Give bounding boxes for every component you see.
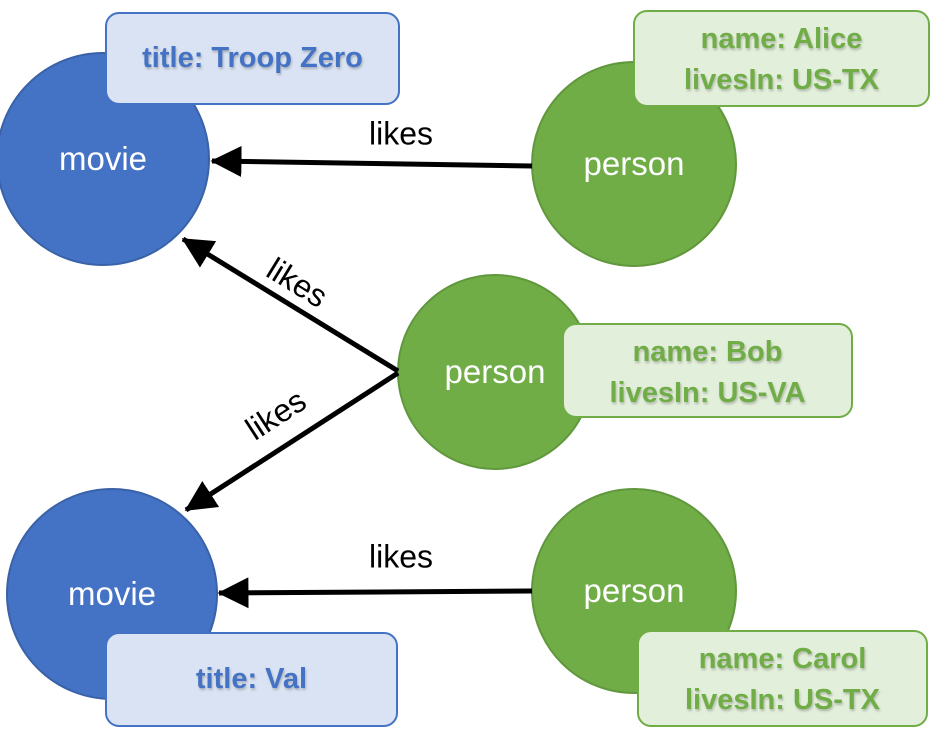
node-label: movie	[67, 575, 157, 612]
node-person-bob: person	[397, 274, 593, 470]
edge-label-likes: likes	[368, 538, 434, 575]
node-label: person	[444, 353, 546, 390]
property-box-person-bob: name: Bob livesIn: US-VA	[562, 323, 853, 418]
property-box-movie-troop-zero: title: Troop Zero	[105, 12, 400, 105]
node-label: person	[583, 145, 685, 182]
property-box-person-alice: name: Alice livesIn: US-TX	[633, 10, 930, 107]
property-livesin: livesIn: US-TX	[685, 684, 880, 716]
node-person-carol: person	[531, 488, 737, 694]
edge-label-likes: likes	[260, 250, 334, 315]
property-livesin: livesIn: US-TX	[684, 64, 879, 96]
node-label: person	[583, 572, 685, 609]
property-name: name: Carol	[698, 643, 867, 675]
edge-label-likes: likes	[368, 115, 434, 152]
property-name: name: Bob	[632, 336, 783, 368]
property-title: title: Troop Zero	[142, 42, 363, 74]
property-box-person-carol: name: Carol livesIn: US-TX	[637, 630, 928, 727]
edge-label-likes: likes	[239, 382, 313, 448]
edge-alice-likes-movie1	[210, 145, 533, 177]
property-name: name: Alice	[700, 23, 863, 55]
property-title: title: Val	[195, 663, 308, 695]
property-livesin: livesIn: US-VA	[609, 377, 806, 409]
node-label: movie	[58, 140, 148, 177]
property-box-movie-val: title: Val	[105, 632, 398, 727]
edge-carol-likes-movie2	[217, 577, 533, 609]
